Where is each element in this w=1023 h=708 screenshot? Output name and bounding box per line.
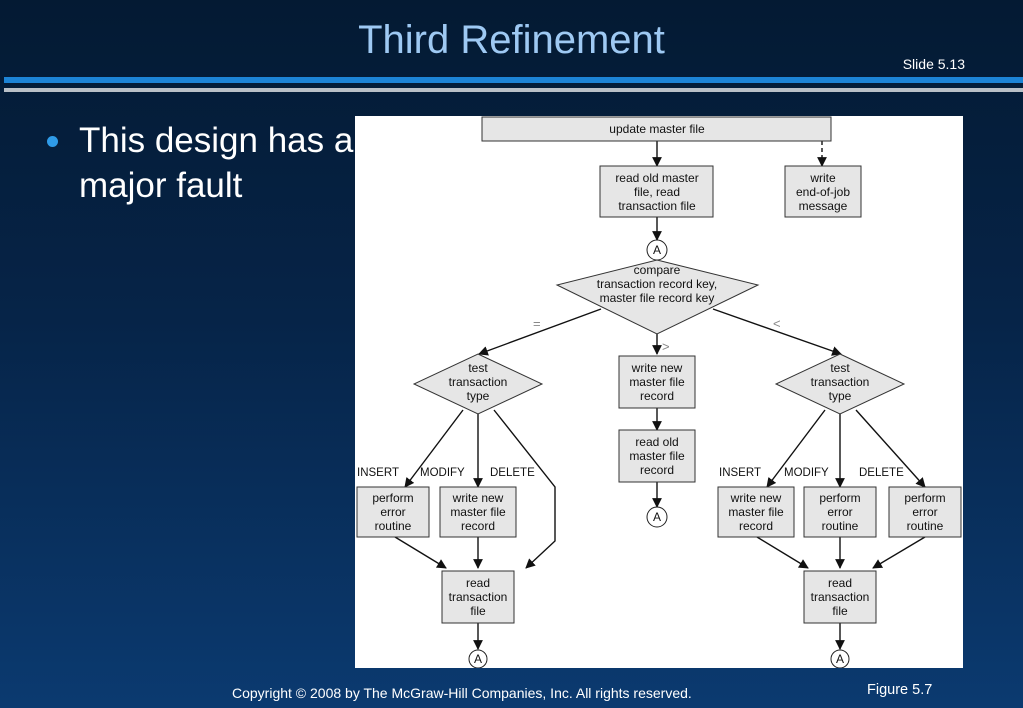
node-label: record bbox=[461, 519, 495, 533]
right-label-insert: INSERT bbox=[719, 467, 761, 479]
node-connector-top: A bbox=[646, 239, 668, 261]
flowchart-figure: = > < INSERT MODIFY DELETE INSERT MODIFY… bbox=[355, 116, 963, 668]
node-label: perform bbox=[819, 491, 860, 505]
node-label: error bbox=[380, 505, 405, 519]
node-label: error bbox=[912, 505, 937, 519]
node-label: master file record key bbox=[600, 291, 715, 305]
header-gray-rule bbox=[4, 88, 1023, 92]
node-read-old-master: read old master file, read transaction f… bbox=[599, 165, 714, 218]
branch-label-equal: = bbox=[533, 316, 541, 331]
slide-number: Slide 5.13 bbox=[902, 56, 965, 72]
node-label: transaction bbox=[449, 590, 508, 604]
node-label: transaction file bbox=[618, 199, 696, 213]
node-update-master-file: update master file bbox=[481, 116, 832, 142]
node-label: end-of-job bbox=[796, 185, 850, 199]
node-left-write-new: write new master file record bbox=[439, 486, 517, 538]
node-label: master file bbox=[728, 505, 784, 519]
node-connector-mid: A bbox=[646, 506, 668, 528]
node-right-error-routine-1: perform error routine bbox=[803, 486, 877, 538]
node-read-old-mid: read old master file record bbox=[618, 429, 696, 483]
node-right-read-transaction: read transaction file bbox=[803, 570, 877, 624]
node-label: write new bbox=[452, 491, 504, 505]
bullet-text: This design has a major fault bbox=[79, 121, 354, 205]
node-label: compare bbox=[634, 263, 681, 277]
node-label: transaction bbox=[811, 375, 870, 389]
edge-left-error-to-read bbox=[394, 536, 447, 569]
node-right-connector: A bbox=[830, 649, 850, 668]
node-label: routine bbox=[822, 519, 859, 533]
node-label: write new bbox=[631, 361, 683, 375]
right-label-delete: DELETE bbox=[859, 467, 904, 479]
node-label: A bbox=[653, 243, 661, 257]
node-label: transaction bbox=[811, 590, 870, 604]
node-right-error-routine-2: perform error routine bbox=[888, 486, 962, 538]
node-label: routine bbox=[375, 519, 412, 533]
node-label: test bbox=[830, 361, 850, 375]
node-label: read old master bbox=[615, 171, 698, 185]
node-label: record bbox=[739, 519, 773, 533]
left-label-modify: MODIFY bbox=[420, 467, 465, 479]
edge-right-error2-to-read bbox=[872, 536, 926, 569]
edge-right-write-to-read bbox=[756, 536, 809, 569]
node-label: read old bbox=[635, 435, 678, 449]
node-label: read bbox=[828, 576, 852, 590]
node-write-end-of-job: write end-of-job message bbox=[784, 165, 862, 218]
right-label-modify: MODIFY bbox=[784, 467, 829, 479]
node-left-connector: A bbox=[468, 649, 488, 668]
node-label: transaction bbox=[449, 375, 508, 389]
node-write-new-mid: write new master file record bbox=[618, 355, 696, 409]
node-label: master file bbox=[629, 449, 685, 463]
left-label-insert: INSERT bbox=[357, 467, 399, 479]
node-left-read-transaction: read transaction file bbox=[441, 570, 515, 624]
node-left-error-routine: perform error routine bbox=[356, 486, 430, 538]
node-label: file, read bbox=[634, 185, 680, 199]
edge-left-test-to-read bbox=[493, 409, 556, 569]
edge-right-test-to-write bbox=[766, 409, 826, 488]
flowchart-svg: = > < INSERT MODIFY DELETE INSERT MODIFY… bbox=[356, 116, 962, 668]
bullet-dot-icon bbox=[47, 136, 58, 147]
node-label: A bbox=[653, 510, 661, 524]
node-test-transaction-right: test transaction type bbox=[774, 353, 906, 415]
flowchart-edges bbox=[394, 141, 926, 650]
node-label: file bbox=[832, 604, 848, 618]
edge-compare-to-test-left bbox=[478, 308, 602, 356]
node-label: perform bbox=[372, 491, 413, 505]
edge-compare-to-test-right bbox=[712, 308, 842, 356]
branch-label-less: < bbox=[773, 316, 781, 331]
node-label: test bbox=[468, 361, 488, 375]
node-label: master file bbox=[629, 375, 685, 389]
edge-left-test-to-error bbox=[404, 409, 464, 488]
node-label: file bbox=[470, 604, 486, 618]
node-label: routine bbox=[907, 519, 944, 533]
node-label: write new bbox=[730, 491, 782, 505]
node-test-transaction-left: test transaction type bbox=[412, 353, 544, 415]
slide-title: Third Refinement bbox=[358, 18, 665, 62]
node-label: error bbox=[827, 505, 852, 519]
node-compare-keys: compare transaction record key, master f… bbox=[555, 259, 760, 335]
edge-right-test-to-error2 bbox=[855, 409, 926, 488]
node-right-write-new: write new master file record bbox=[717, 486, 795, 538]
node-label: type bbox=[467, 389, 490, 403]
node-label: type bbox=[829, 389, 852, 403]
node-label: record bbox=[640, 389, 674, 403]
node-label: read bbox=[466, 576, 490, 590]
node-label: master file bbox=[450, 505, 506, 519]
node-label: perform bbox=[904, 491, 945, 505]
node-label: write bbox=[809, 171, 836, 185]
copyright-text: Copyright © 2008 by The McGraw-Hill Comp… bbox=[232, 685, 692, 701]
figure-caption: Figure 5.7 bbox=[867, 682, 933, 698]
branch-label-greater: > bbox=[662, 339, 670, 354]
node-label: A bbox=[836, 652, 844, 666]
node-label: A bbox=[474, 652, 482, 666]
node-label: update master file bbox=[609, 122, 705, 136]
left-label-delete: DELETE bbox=[490, 467, 535, 479]
node-label: transaction record key, bbox=[597, 277, 718, 291]
node-label: message bbox=[799, 199, 848, 213]
header-blue-rule bbox=[4, 77, 1023, 83]
node-label: record bbox=[640, 463, 674, 477]
